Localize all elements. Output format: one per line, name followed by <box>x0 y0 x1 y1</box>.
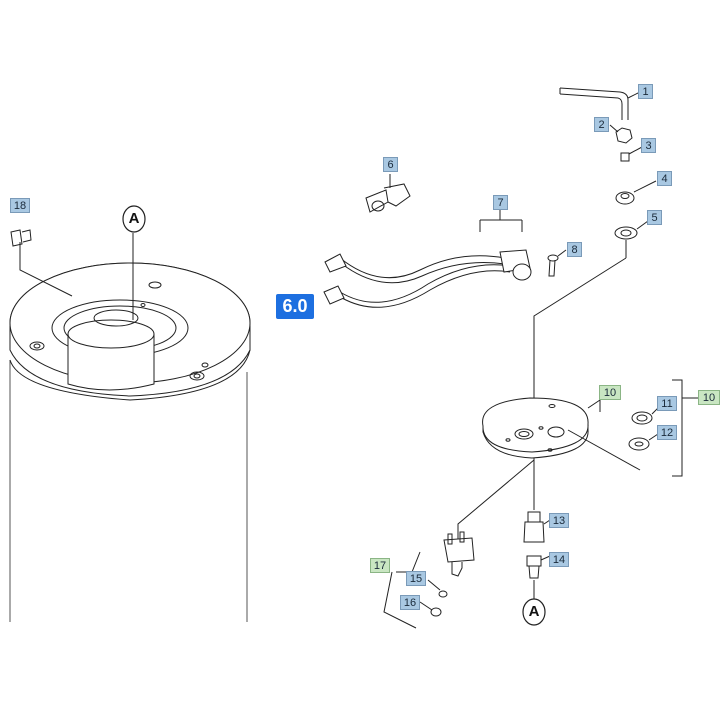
callout-6[interactable]: 6 <box>383 157 398 172</box>
callout-12[interactable]: 12 <box>657 425 677 440</box>
flange-plate <box>482 397 589 459</box>
hex-nut-part <box>615 180 657 205</box>
sensor-part <box>523 511 551 543</box>
callout-11[interactable]: 11 <box>657 396 677 411</box>
screw-16-part <box>419 601 442 617</box>
callout-1[interactable]: 1 <box>638 84 653 99</box>
callout-4[interactable]: 4 <box>657 171 672 186</box>
callout-5[interactable]: 5 <box>647 210 662 225</box>
callout-15[interactable]: 15 <box>406 571 426 586</box>
callout-17[interactable]: 17 <box>370 558 390 573</box>
callout-10-right[interactable]: 10 <box>698 390 720 405</box>
clip-part <box>365 174 411 213</box>
assembly-label-6-0[interactable]: 6.0 <box>276 294 314 319</box>
lock-washer-part <box>631 407 659 425</box>
callout-3[interactable]: 3 <box>641 138 656 153</box>
fitting-part <box>620 146 643 162</box>
connector-part <box>443 531 475 577</box>
nipple-part <box>526 555 551 579</box>
washer-12-part <box>628 433 659 451</box>
view-marker-circle-bottom <box>522 598 546 626</box>
callout-16[interactable]: 16 <box>400 595 420 610</box>
nut-part <box>609 124 633 144</box>
pipe-part <box>559 87 641 120</box>
tank-body <box>9 233 251 622</box>
callout-10-left[interactable]: 10 <box>599 385 621 400</box>
view-marker-circle-top <box>122 205 146 233</box>
view-marker-a-top: A <box>128 210 140 227</box>
view-marker-a-bottom: A <box>528 603 540 620</box>
callout-2[interactable]: 2 <box>594 117 609 132</box>
callout-18[interactable]: 18 <box>10 198 30 213</box>
callout-7[interactable]: 7 <box>493 195 508 210</box>
bracket-part <box>10 229 32 247</box>
leader-18 <box>19 242 73 297</box>
hose-assembly <box>323 208 532 308</box>
washer-part <box>614 220 649 240</box>
callout-14[interactable]: 14 <box>549 552 569 567</box>
screw-part <box>547 249 567 277</box>
callout-13[interactable]: 13 <box>549 513 569 528</box>
callout-8[interactable]: 8 <box>567 242 582 257</box>
small-washer-part <box>427 579 448 598</box>
